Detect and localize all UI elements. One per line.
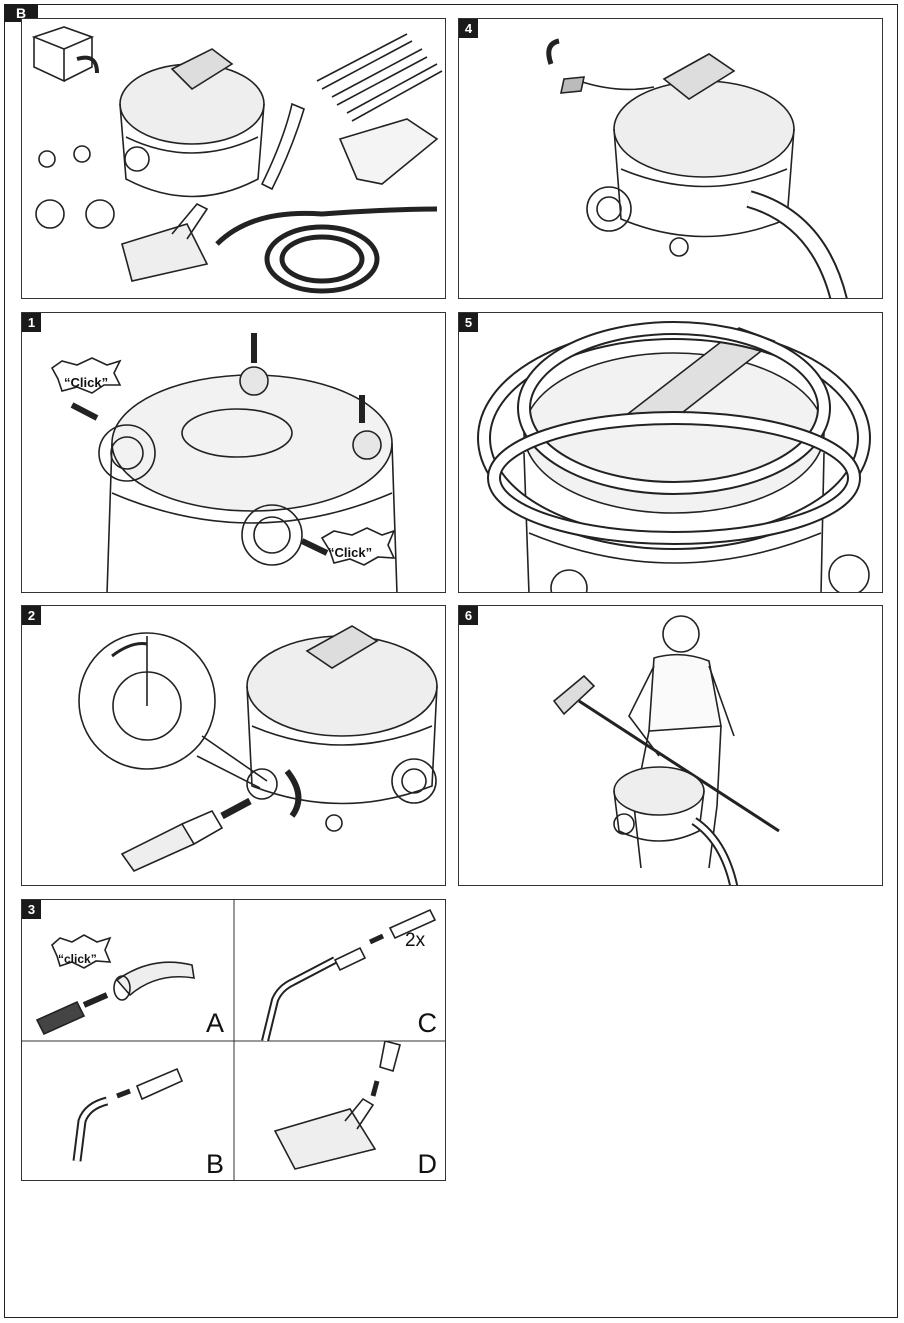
- contents-illustration: [31, 26, 443, 294]
- step-4-badge: 4: [459, 19, 478, 38]
- step-5-illustration: [477, 321, 871, 592]
- sub-step-c: 2x C: [235, 900, 445, 1041]
- step-3-badge: 3: [22, 900, 41, 919]
- step-2-badge: 2: [22, 606, 41, 625]
- sub-step-d: D: [235, 1041, 445, 1180]
- step-3-dividers: [22, 900, 445, 1180]
- sub-step-d-letter: D: [417, 1149, 438, 1179]
- step-6-illustration: [552, 615, 780, 885]
- push-arrow-icon: [116, 1088, 131, 1099]
- section-tab: B: [4, 4, 38, 22]
- click-label-left: “Click”: [64, 375, 109, 390]
- panel-step-1: 1 “Click” “Click”: [21, 312, 446, 593]
- page-frame: [4, 4, 898, 1318]
- sub-step-a-illustration: [35, 934, 195, 1036]
- multiplier-label: 2x: [405, 930, 426, 951]
- rotate-arrow-icon: [546, 38, 560, 65]
- step-1-badge: 1: [22, 313, 41, 332]
- step-1-illustration: [50, 333, 398, 592]
- panel-step-5: 5: [458, 312, 883, 593]
- push-arrow-icon: [368, 933, 385, 945]
- panel-contents: [21, 18, 446, 299]
- panel-step-3: 3 “click” A 2x C: [21, 899, 446, 1181]
- panel-step-6: 6: [458, 605, 883, 886]
- sub-step-c-illustration: [261, 908, 437, 1041]
- panel-step-4: 4: [458, 18, 883, 299]
- click-label-right: “Click”: [328, 545, 373, 560]
- sub-step-a: “click” A: [22, 900, 234, 1041]
- box-icon: [31, 26, 95, 83]
- sub-step-d-illustration: [273, 1041, 401, 1170]
- sub-step-a-letter: A: [205, 1008, 224, 1038]
- step-2-illustration: [78, 625, 438, 873]
- click-burst-icon: [51, 934, 112, 969]
- click-burst-icon: [50, 357, 122, 394]
- click-label: “click”: [58, 952, 97, 966]
- step-5-badge: 5: [459, 313, 478, 332]
- push-arrow-icon: [370, 1080, 380, 1097]
- sub-step-b: B: [22, 1041, 234, 1180]
- sub-step-c-letter: C: [417, 1008, 438, 1038]
- push-arrow-icon: [82, 992, 109, 1008]
- step-4-illustration: [546, 38, 848, 298]
- unbox-arrow-icon: [76, 55, 99, 74]
- step-6-badge: 6: [459, 606, 478, 625]
- panel-step-2: 2: [21, 605, 446, 886]
- push-arrow-icon: [220, 797, 252, 820]
- rotate-arrow-icon: [284, 769, 302, 818]
- sub-step-b-letter: B: [205, 1149, 224, 1179]
- sub-step-b-illustration: [72, 1067, 184, 1162]
